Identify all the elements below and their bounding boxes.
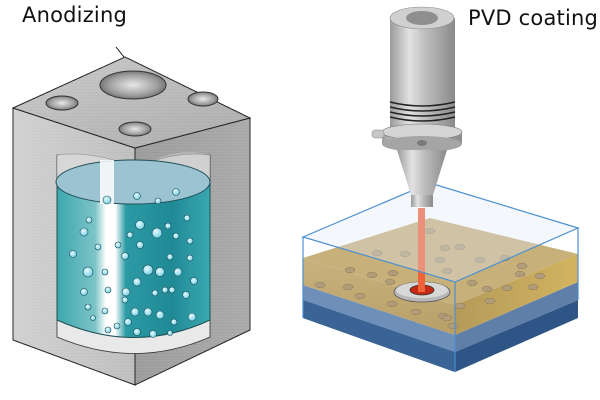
surface-dot: [354, 292, 366, 300]
bubble: [114, 241, 122, 249]
surface-dot: [466, 279, 478, 287]
bubble: [132, 277, 142, 287]
bubble: [136, 241, 144, 249]
bubble: [172, 232, 180, 240]
bubble: [126, 231, 134, 239]
bubble: [121, 296, 129, 304]
surface-dot: [514, 270, 526, 278]
surface-dot: [484, 297, 496, 305]
bubble: [172, 188, 180, 196]
tan-layer-right: [455, 254, 578, 335]
bubble: [149, 330, 157, 338]
surface-dot: [527, 283, 539, 291]
hole-front: [118, 121, 152, 137]
bubble: [155, 267, 165, 277]
bubble: [166, 253, 174, 261]
pvd-coating-label: PVD coating: [468, 6, 599, 30]
bubble: [155, 310, 165, 320]
gas-inlet: [371, 129, 385, 139]
bubble: [151, 289, 159, 297]
bubbles: [69, 188, 198, 338]
bubble: [186, 237, 194, 245]
surface-dot: [447, 322, 459, 330]
surface-dot: [314, 281, 326, 289]
bubble: [104, 286, 112, 294]
bubble: [130, 307, 140, 317]
surface-dot: [386, 300, 398, 308]
surface-dot: [441, 267, 453, 275]
bubble: [186, 254, 194, 262]
bubble: [164, 222, 172, 230]
bubble: [133, 328, 141, 336]
bubble: [82, 266, 94, 278]
surface-dot: [344, 266, 356, 274]
hole-right: [187, 91, 219, 107]
surface-dot: [439, 244, 451, 252]
tan-layer-left: [303, 258, 455, 335]
bubble: [167, 330, 173, 336]
bubble: [133, 192, 141, 200]
hole-left: [45, 95, 79, 111]
surface-dot: [474, 256, 486, 264]
bubble: [143, 307, 153, 317]
bubble: [104, 326, 112, 334]
surface-dots: [314, 227, 546, 330]
bubble: [80, 288, 88, 296]
bubble: [187, 312, 197, 322]
bubble: [161, 286, 169, 294]
surface-dot: [534, 272, 546, 280]
surface-dot: [454, 243, 466, 251]
bubble: [90, 315, 96, 321]
bubble: [168, 286, 176, 294]
bubble: [124, 318, 132, 326]
cooling-fins: [389, 101, 456, 122]
bubble: [121, 252, 129, 260]
surface-dot: [384, 278, 396, 286]
surface-dot: [410, 308, 422, 316]
liquid-surface: [55, 159, 211, 205]
surface-dot: [516, 262, 528, 270]
bubble: [84, 303, 92, 311]
surface-dot: [481, 285, 493, 293]
bubble: [121, 287, 131, 297]
bubble: [101, 268, 109, 276]
bubble: [94, 243, 102, 251]
surface-dot: [501, 284, 513, 292]
bubble: [190, 277, 198, 285]
surface-dot: [399, 250, 411, 258]
bubble: [183, 214, 191, 222]
nozzle-cone: [397, 150, 447, 195]
bubble: [182, 291, 190, 299]
vacuum-chamber: [301, 182, 580, 372]
bubble: [151, 227, 163, 239]
anodizing-label: Anodizing: [22, 3, 127, 27]
bubble: [113, 322, 121, 330]
bubble: [154, 197, 162, 205]
surface-dot: [441, 314, 453, 322]
bubble: [135, 220, 145, 230]
bubble: [79, 227, 89, 237]
bubble: [102, 195, 112, 205]
surface-dot: [454, 302, 466, 310]
bubble: [173, 267, 183, 277]
bubble: [69, 250, 77, 258]
anodized-block: [11, 46, 252, 386]
bubble: [170, 318, 178, 326]
electrolyte-liquid: [56, 181, 211, 338]
bubble: [85, 216, 93, 224]
bubble: [101, 307, 109, 315]
surface-dot: [366, 271, 378, 279]
nozzle-bore: [406, 11, 438, 25]
surface-dot: [342, 283, 354, 291]
blue-layer-right: [455, 282, 578, 352]
bubble: [142, 264, 154, 276]
surface-dot: [371, 249, 383, 257]
deposition-beam: [418, 208, 425, 292]
surface-dot: [434, 256, 446, 264]
blue-layer-left: [303, 285, 455, 352]
pvd-apparatus: [301, 6, 580, 372]
large-hole: [99, 70, 167, 100]
surface-dot: [387, 269, 399, 277]
